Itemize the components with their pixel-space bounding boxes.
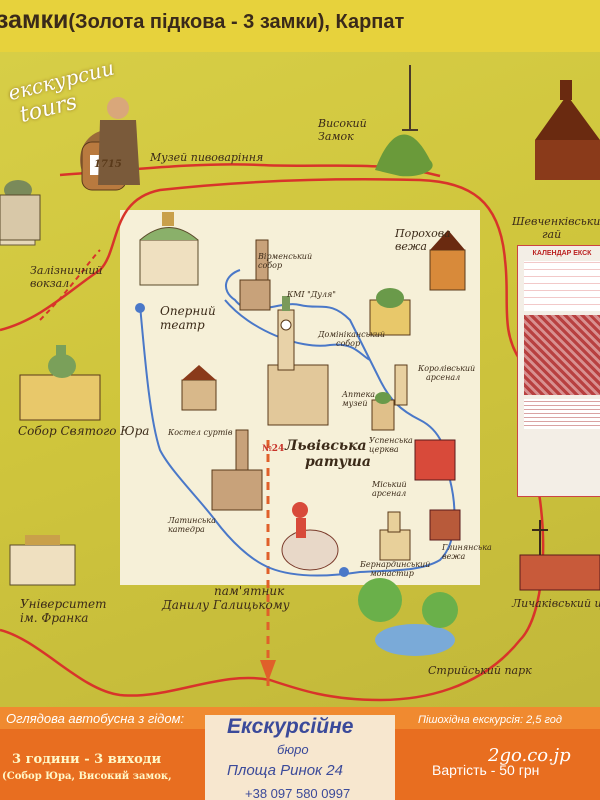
bus-tour-title: Оглядова автобусна з гідом: (6, 711, 185, 726)
title-bar: замки(Золота підкова - 3 замки), Карпат (0, 0, 600, 52)
label-kostel: Костел суртів (168, 428, 233, 437)
latin-cathedral-illustration (211, 429, 263, 511)
university-illustration (9, 535, 76, 586)
excursion-calendar: КАЛЕНДАР ЕКСК (517, 245, 600, 497)
bureau-address: Площа Ринок 24 (227, 762, 343, 779)
barrel-label: 1715 (94, 159, 122, 170)
watermark: 2go.co.jp (488, 745, 571, 766)
dashed-station-route (39, 249, 101, 321)
town-hall-illustration (267, 296, 329, 426)
label-museum-brewing: Музей пивоваріння (150, 151, 264, 164)
calendar-grid (524, 261, 600, 311)
bus-tour-hours: 3 години - 3 виходи (12, 752, 162, 767)
wooden-church-illustration (535, 80, 600, 180)
uspenska-church-illustration (371, 364, 408, 431)
dominican-cathedral-illustration (369, 288, 411, 336)
powder-tower-illustration (429, 230, 466, 291)
calendar-city-map (524, 315, 600, 395)
title-sub: (Золота підкова - 3 замки), Карпат (68, 11, 405, 33)
blue-inner-route (224, 299, 371, 361)
poster-title: замки(Золота підкова - 3 замки), Карпат (0, 6, 404, 35)
walking-tour-info: Пішохідна екскурсія: 2,5 год (418, 714, 562, 726)
bureau-title: Екскурсійне (227, 715, 354, 738)
label-high-castle: Високий Замок (318, 117, 367, 143)
route-number: №24 (262, 444, 285, 454)
label-lychakiv: Личаківський цвин (512, 597, 600, 610)
route-arrow (260, 660, 276, 682)
bureau-subtitle: бюро (277, 742, 309, 757)
left-cathedral-illustration (0, 194, 41, 241)
armenian-cathedral-illustration (239, 239, 271, 311)
title-main: замки (0, 6, 69, 34)
route-end-dot (339, 567, 349, 577)
city-arsenal-illustration (414, 439, 456, 481)
lychakiv-cemetery-illustration (519, 520, 600, 591)
brewery-monk-illustration (80, 97, 140, 191)
bureau-phone: +38 097 580 0997 (245, 786, 351, 800)
stryi-park-illustration (358, 578, 458, 656)
excursion-bureau-box: Екскурсійне бюро Площа Ринок 24 +38 097 … (205, 715, 395, 800)
bernardine-monastery-illustration (379, 511, 411, 561)
label-stryi-park: Стрийський парк (428, 664, 532, 677)
opera-theatre-illustration (139, 212, 199, 286)
label-kmi: КМІ "Дуля" (287, 290, 336, 299)
kostel-illustration (181, 365, 217, 411)
route-start-dot (135, 303, 145, 313)
danylo-monument-illustration (281, 502, 339, 571)
high-castle-illustration (375, 65, 433, 177)
walking-tour-price: Вартість - 50 грн (432, 762, 540, 778)
calendar-fineprint (524, 399, 600, 429)
label-st-yura: Собор Святого Юра (18, 424, 150, 438)
st-george-cathedral-illustration (19, 345, 101, 421)
glynyanska-tower-illustration (429, 509, 461, 541)
calendar-header: КАЛЕНДАР ЕКСК (532, 250, 592, 257)
bus-tour-stops: (Собор Юра, Високий замок, (2, 771, 172, 782)
